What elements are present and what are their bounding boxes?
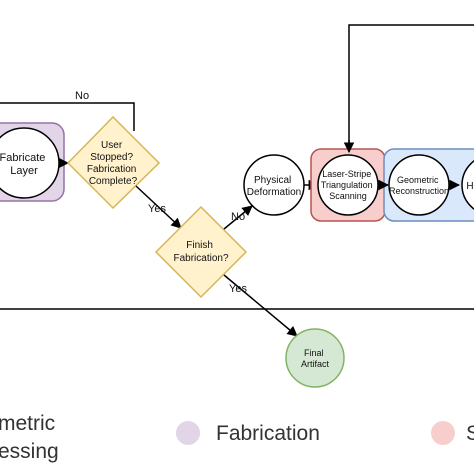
legend-left-label: metric essing [0, 412, 61, 463]
finish-fabrication-decision[interactable] [154, 205, 248, 299]
legend-right-label: S [466, 422, 474, 445]
no-loop-edge [0, 102, 135, 131]
geometric-reconstruction-node[interactable] [388, 154, 450, 216]
final-artifact-node[interactable] [285, 328, 345, 388]
edge-label-no-mid: No [231, 211, 245, 223]
edge-label-yes-mid: Yes [148, 203, 166, 215]
edge-finish-to-deformation [223, 205, 253, 230]
finish-fabrication-label: Finish Fabrication? [173, 240, 228, 264]
legend-fabrication-swatch [176, 421, 200, 445]
partial-next-label: H [466, 181, 473, 192]
laser-stripe-label: Laser-Stripe Triangulation Scanning [321, 169, 375, 201]
edge-finish-to-final [223, 274, 298, 337]
user-stopped-label: User Stopped? Fabrication Complete? [87, 140, 139, 187]
top-loop-line [348, 24, 474, 186]
edge-label-no-top: No [75, 90, 89, 102]
final-artifact-label: Final Artifact [301, 348, 330, 369]
legend-scanning-swatch [431, 421, 455, 445]
geometric-reconstruction-label: Geometric Reconstruction [389, 175, 449, 196]
user-stopped-decision[interactable] [66, 115, 161, 210]
legend-fabrication-label: Fabrication [216, 422, 320, 445]
edge-user-stopped-to-finish [135, 185, 182, 229]
partial-next-node[interactable] [461, 155, 474, 215]
edge-label-yes-bottom: Yes [229, 283, 247, 295]
physical-deformation-label: Physical Deformation [247, 175, 301, 198]
fabricate-layer-label: Fabricate Layer [0, 152, 48, 177]
